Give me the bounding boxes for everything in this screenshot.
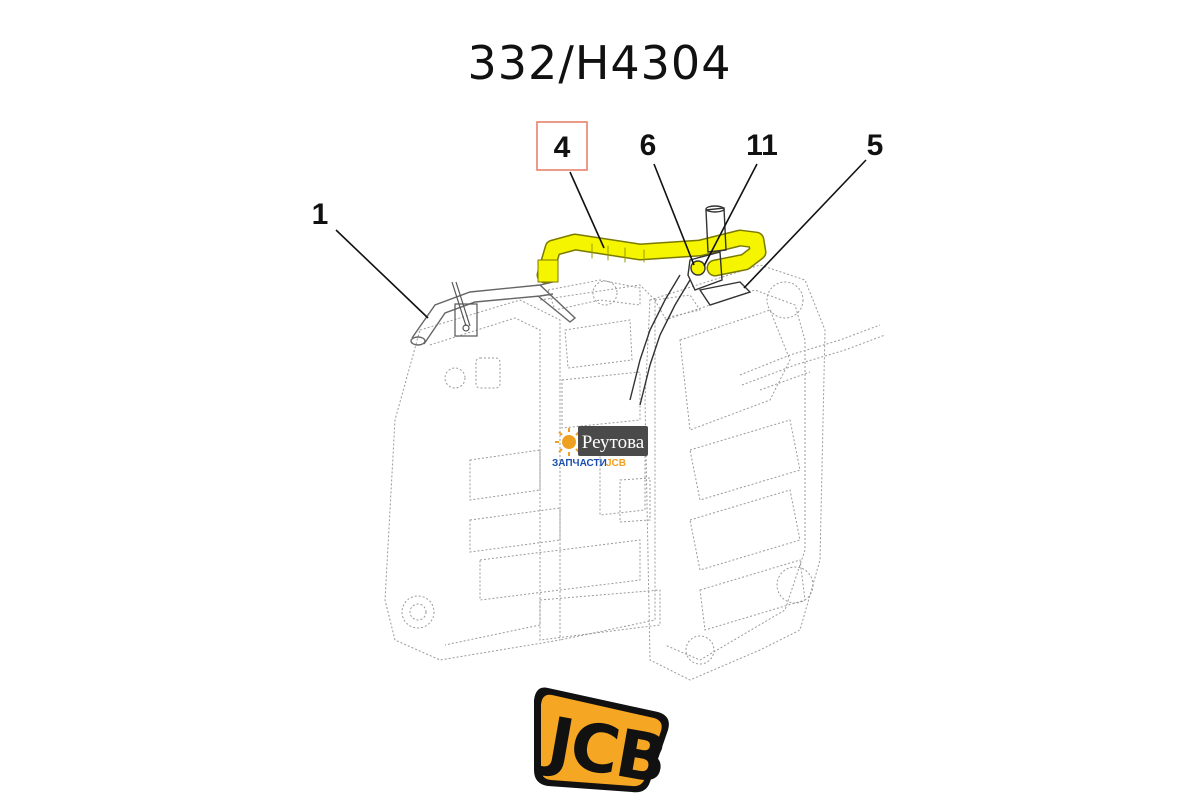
callout-4-highlight-box (536, 121, 588, 171)
watermark-brand: Реутова (582, 432, 645, 453)
leader-lines (335, 159, 867, 319)
machine-outline (384, 264, 886, 681)
sun-icon (555, 428, 583, 456)
clamp-bracket (451, 281, 478, 337)
callout-5[interactable]: 5 (867, 129, 884, 162)
watermark-subtitle-brand: JCB (606, 458, 626, 469)
callout-4[interactable]: 4 (554, 131, 571, 164)
jcb-logo: JCB (534, 687, 671, 799)
part-number-title: 332/H4304 (467, 36, 732, 90)
callout-6[interactable]: 6 (640, 129, 657, 162)
watermark: Реутова ЗАПЧАСТИ JCB (552, 426, 648, 469)
left-pipe (410, 281, 577, 346)
watermark-subtitle: ЗАПЧАСТИ (552, 458, 607, 469)
highlighted-hose (536, 229, 767, 284)
callout-11[interactable]: 11 (746, 129, 778, 162)
callout-1[interactable]: 1 (312, 198, 329, 231)
